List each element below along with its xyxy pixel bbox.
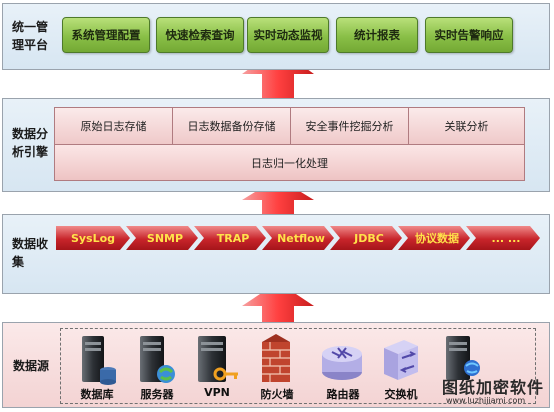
- device-label: 服务器: [140, 388, 174, 401]
- database-server-icon: [82, 336, 116, 385]
- vpn-device: VPN: [190, 334, 244, 400]
- log-backup-cell: 日志数据备份存储: [173, 108, 291, 145]
- router-device: 路由器: [316, 334, 370, 401]
- netflow-chevron: Netflow: [262, 226, 334, 250]
- engine-layer: 数据分析引擎 原始日志存储 日志数据备份存储 安全事件挖掘分析 关联分析 日志归…: [2, 98, 550, 192]
- switch-icon: [384, 340, 418, 380]
- realtime-alarm-button[interactable]: 实时告警响应: [425, 17, 513, 53]
- switch-device: 交换机: [374, 334, 428, 401]
- server-device: 服务器: [130, 334, 184, 401]
- watermark-url: www.luzhijiami.com: [446, 396, 526, 405]
- correlation-analysis-cell: 关联分析: [409, 108, 524, 145]
- up-arrow-3: [242, 282, 314, 324]
- engine-box: 原始日志存储 日志数据备份存储 安全事件挖掘分析 关联分析 日志归一化处理: [54, 107, 525, 181]
- device-label: 防火墙: [260, 388, 294, 401]
- system-config-button[interactable]: 系统管理配置: [62, 17, 150, 53]
- syslog-chevron: SysLog: [56, 226, 130, 250]
- server-globe-icon: [446, 336, 480, 380]
- jdbc-chevron: JDBC: [330, 226, 402, 250]
- firewall-icon: [262, 334, 290, 382]
- vpn-icon: [198, 336, 238, 382]
- firewall-device: 防火墙: [250, 334, 304, 401]
- more-chevron: ... ...: [466, 226, 540, 250]
- realtime-monitor-button[interactable]: 实时动态监视: [247, 17, 329, 53]
- web-server-device: [438, 334, 492, 400]
- snmp-chevron: SNMP: [126, 226, 198, 250]
- raw-log-storage-cell: 原始日志存储: [55, 108, 173, 145]
- trap-chevron: TRAP: [194, 226, 266, 250]
- device-label: VPN: [204, 386, 230, 399]
- source-layer-label: 数据源: [13, 359, 50, 373]
- router-icon: [322, 346, 362, 380]
- database-device: 数据库: [70, 334, 124, 401]
- device-label: 路由器: [326, 388, 360, 401]
- collection-layer-label: 数据收集: [12, 237, 49, 269]
- protocol-data-chevron: 协议数据: [398, 226, 470, 250]
- device-group-box: [60, 328, 536, 404]
- engine-layer-label: 数据分析引擎: [12, 127, 49, 159]
- statistics-report-button[interactable]: 统计报表: [336, 17, 418, 53]
- device-label: 交换机: [384, 388, 418, 401]
- management-layer-label: 统一管理平台: [12, 20, 49, 52]
- server-icon: [140, 336, 175, 383]
- security-event-mining-cell: 安全事件挖掘分析: [291, 108, 409, 145]
- up-arrow-2: [242, 178, 314, 216]
- watermark-title: 图纸加密软件: [442, 378, 545, 397]
- device-label: 数据库: [80, 388, 114, 401]
- quick-search-button[interactable]: 快速检索查询: [156, 17, 244, 53]
- log-normalization-cell: 日志归一化处理: [55, 145, 524, 180]
